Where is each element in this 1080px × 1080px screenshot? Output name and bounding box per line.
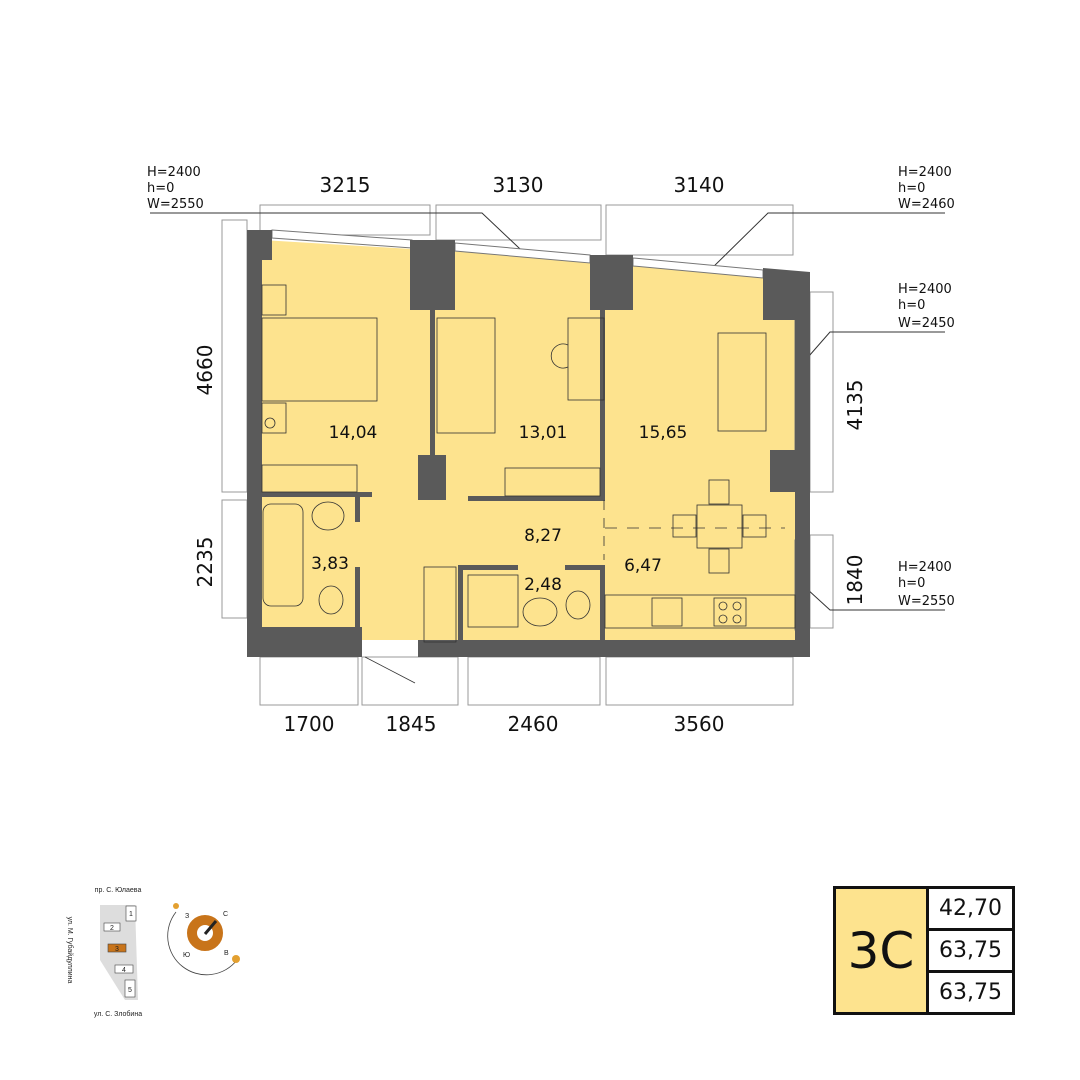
bathtub: [262, 503, 304, 607]
svg-text:h=0: h=0: [898, 298, 925, 313]
svg-text:W=2460: W=2460: [898, 197, 955, 212]
legend-value-1: 42,70: [929, 889, 1012, 931]
window-note-2: H=2400 h=0 W=2460: [898, 165, 955, 212]
dim-right-1: 4135: [843, 380, 867, 431]
svg-text:W=2550: W=2550: [147, 197, 204, 212]
street-left: ул. М. Губайдуллина: [66, 917, 74, 984]
street-top: пр. С. Юлаева: [95, 887, 142, 894]
kitchen-counter: [604, 594, 796, 629]
svg-text:H=2400: H=2400: [898, 560, 952, 575]
street-bottom: ул. С. Злобина: [94, 1010, 142, 1018]
dining-table: [696, 504, 743, 549]
window-note-3: H=2400 h=0 W=2450: [898, 282, 955, 331]
apartment-type: 3С: [836, 889, 929, 1012]
closet: [423, 566, 457, 643]
site-map: пр. С. Юлаева ул. М. Губайдуллина ул. С.…: [66, 887, 142, 1018]
double-bed: [261, 317, 378, 402]
chair: [550, 343, 569, 369]
compass-needle: [203, 920, 218, 935]
furniture: [261, 284, 796, 684]
building-2: 2: [110, 925, 114, 932]
room-area-bedroom-1: 14,04: [329, 423, 378, 443]
dim-bottom-3: 2460: [508, 712, 559, 736]
sink: [311, 501, 345, 531]
room-area-kitchen: 6,47: [624, 556, 662, 576]
apartment-legend: 3С 42,70 63,75 63,75: [833, 886, 1015, 1015]
sofa: [717, 332, 767, 432]
dim-bottom-4: 3560: [674, 712, 725, 736]
sun-icon: [173, 903, 179, 909]
window-note-1: H=2400 h=0 W=2550: [147, 165, 204, 212]
shower: [467, 574, 519, 628]
svg-text:h=0: h=0: [898, 576, 925, 591]
kitchen-sink: [651, 597, 683, 627]
svg-text:H=2400: H=2400: [898, 165, 952, 180]
room-area-bedroom-2: 13,01: [519, 423, 568, 443]
entrance-door: [364, 656, 416, 684]
svg-text:h=0: h=0: [898, 181, 925, 196]
sink: [522, 597, 558, 627]
floor-area: [262, 240, 795, 640]
room-area-living: 15,65: [639, 423, 688, 443]
dim-bottom-1: 1700: [284, 712, 335, 736]
building-4: 4: [122, 967, 126, 974]
svg-text:H=2400: H=2400: [898, 282, 952, 297]
compass-north: С: [223, 911, 228, 918]
sun-icon: [232, 955, 240, 963]
compass-ring: [187, 915, 223, 951]
dim-left-1: 4660: [193, 345, 217, 396]
building-1: 1: [129, 911, 133, 918]
toilet: [318, 585, 344, 615]
stove: [713, 597, 747, 627]
legend-value-2: 63,75: [929, 931, 1012, 973]
room-area-bathroom: 3,83: [311, 554, 349, 574]
compass-west: З: [185, 913, 189, 920]
building-3: 3: [115, 946, 119, 953]
dim-right-2: 1840: [843, 555, 867, 606]
toilet: [565, 590, 591, 620]
dim-left-2: 2235: [193, 537, 217, 588]
compass-east: В: [224, 950, 229, 957]
wardrobe: [261, 464, 358, 493]
dim-top-2: 3130: [493, 173, 544, 197]
desk: [567, 317, 605, 401]
dim-bottom-2: 1845: [386, 712, 437, 736]
nightstand: [261, 284, 287, 316]
sun-path: [167, 911, 238, 976]
legend-value-3: 63,75: [939, 980, 1002, 1005]
building-5: 5: [128, 987, 132, 994]
svg-text:H=2400: H=2400: [147, 165, 201, 180]
svg-text:W=2450: W=2450: [898, 316, 955, 331]
compass-south: Ю: [183, 952, 190, 959]
window-note-4: H=2400 h=0 W=2550: [898, 560, 955, 609]
single-bed: [436, 317, 496, 434]
nightstand: [261, 402, 287, 434]
walls: [247, 230, 810, 657]
compass: С З Ю В: [167, 903, 240, 976]
dim-top-3: 3140: [674, 173, 725, 197]
svg-text:W=2550: W=2550: [898, 594, 955, 609]
svg-text:h=0: h=0: [147, 181, 174, 196]
room-area-wc: 2,48: [524, 575, 562, 595]
room-area-hall: 8,27: [524, 526, 562, 546]
dim-top-1: 3215: [320, 173, 371, 197]
wardrobe: [504, 467, 601, 497]
